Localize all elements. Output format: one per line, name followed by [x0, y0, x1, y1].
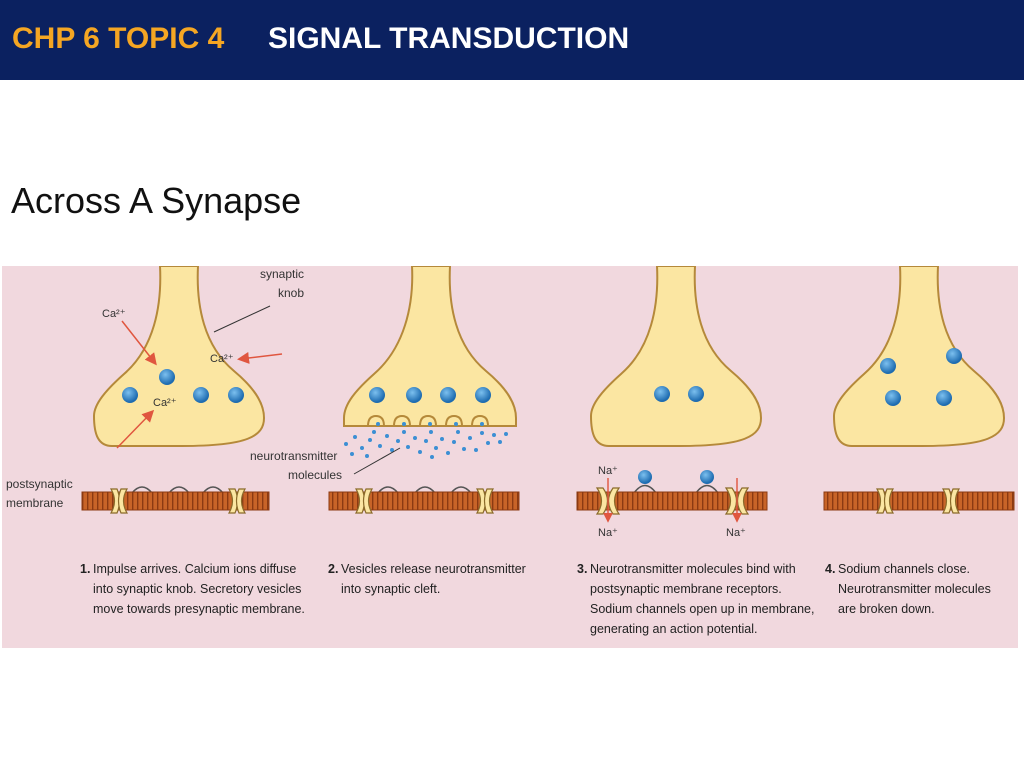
receptor [414, 486, 436, 494]
step-line: Neurotransmitter molecules bind with [590, 562, 796, 576]
vesicle [688, 386, 704, 402]
caption-2: 2. Vesicles release neurotransmitter int… [328, 562, 526, 596]
step-line: into synaptic cleft. [341, 582, 440, 596]
label-calcium: Ca²⁺ [153, 397, 177, 409]
vesicle [440, 387, 456, 403]
panel-3: Na⁺ Na⁺ Na⁺ [576, 266, 768, 539]
pointer-line [213, 305, 271, 333]
sodium-channel [475, 488, 495, 514]
sodium-channel-open [595, 487, 621, 515]
vesicle [369, 387, 385, 403]
step-line: move towards presynaptic membrane. [93, 602, 305, 616]
step-number: 4. [825, 562, 835, 576]
sodium-channel [875, 488, 895, 514]
vesicle [193, 387, 209, 403]
caption-4: 4. Sodium channels close. Neurotransmitt… [825, 562, 991, 616]
fused-vesicle-row [344, 414, 516, 427]
sodium-channel [354, 488, 374, 514]
synaptic-knob-3 [589, 266, 763, 447]
label-sodium: Na⁺ [598, 465, 618, 477]
slide-title: SIGNAL TRANSDUCTION [268, 22, 630, 55]
synapse-diagram: synaptic knob Ca²⁺ Ca²⁺ Ca²⁺ postsynapti… [2, 266, 1018, 648]
receptor [168, 486, 190, 494]
vesicle [406, 387, 422, 403]
chapter-label: CHP 6 TOPIC 4 [12, 22, 225, 55]
receptor [202, 486, 224, 494]
vesicle [885, 390, 901, 406]
label-sodium: Na⁺ [726, 527, 746, 539]
vesicle [228, 387, 244, 403]
label-calcium: Ca²⁺ [210, 353, 234, 365]
vesicle [946, 348, 962, 364]
sodium-channel [941, 488, 961, 514]
receptor [633, 484, 657, 494]
postsynaptic-membrane [576, 491, 768, 511]
calcium-arrow [121, 320, 157, 366]
step-line: Sodium channels close. [838, 562, 970, 576]
receptor [131, 486, 153, 494]
calcium-arrow [116, 409, 155, 449]
step-line: Neurotransmitter molecules [838, 582, 991, 596]
vesicle [654, 386, 670, 402]
label-calcium: Ca²⁺ [102, 308, 126, 320]
step-number: 3. [577, 562, 587, 576]
slide-subtitle: Across A Synapse [11, 180, 302, 221]
calcium-arrow [237, 351, 283, 364]
label-knob: knob [278, 286, 304, 300]
step-line: Impulse arrives. Calcium ions diffuse [93, 562, 296, 576]
label-neurotransmitter: neurotransmitter [250, 449, 337, 463]
bound-neurotransmitter [638, 470, 652, 484]
step-line: postsynaptic membrane receptors. [590, 582, 782, 596]
step-line: Vesicles release neurotransmitter [341, 562, 526, 576]
label-synaptic: synaptic [260, 267, 304, 281]
vesicle [475, 387, 491, 403]
sodium-channel [109, 488, 129, 514]
sodium-channel [227, 488, 247, 514]
panel-2: neurotransmitter molecules [250, 266, 520, 514]
step-line: generating an action potential. [590, 622, 758, 636]
receptor [450, 486, 472, 494]
pointer-line [353, 447, 401, 475]
step-number: 2. [328, 562, 338, 576]
label-sodium: Na⁺ [598, 527, 618, 539]
vesicle [880, 358, 896, 374]
panel-1: synaptic knob Ca²⁺ Ca²⁺ Ca²⁺ postsynapti… [6, 266, 304, 514]
postsynaptic-membrane [823, 491, 1015, 511]
postsynaptic-membrane [81, 491, 270, 511]
panel-4 [823, 266, 1015, 514]
sodium-channel-open [724, 487, 750, 515]
title-bar: CHP 6 TOPIC 4 SIGNAL TRANSDUCTION [0, 0, 1024, 80]
step-line: are broken down. [838, 602, 935, 616]
bound-neurotransmitter [700, 470, 714, 484]
step-number: 1. [80, 562, 90, 576]
postsynaptic-membrane [328, 491, 520, 511]
synaptic-knob-4 [832, 266, 1006, 447]
vesicle [936, 390, 952, 406]
label-molecules: molecules [288, 468, 342, 482]
label-postsynaptic: postsynaptic [6, 477, 73, 491]
neurotransmitter-molecules [344, 422, 508, 459]
vesicle [159, 369, 175, 385]
vesicle [122, 387, 138, 403]
label-membrane: membrane [6, 496, 64, 510]
step-line: into synaptic knob. Secretory vesicles [93, 582, 301, 596]
step-line: Sodium channels open up in membrane, [590, 602, 814, 616]
receptor [695, 484, 719, 494]
caption-1: 1. Impulse arrives. Calcium ions diffuse… [80, 562, 305, 616]
receptor [377, 486, 399, 494]
caption-3: 3. Neurotransmitter molecules bind with … [577, 562, 814, 636]
synaptic-knob-1 [92, 266, 266, 447]
